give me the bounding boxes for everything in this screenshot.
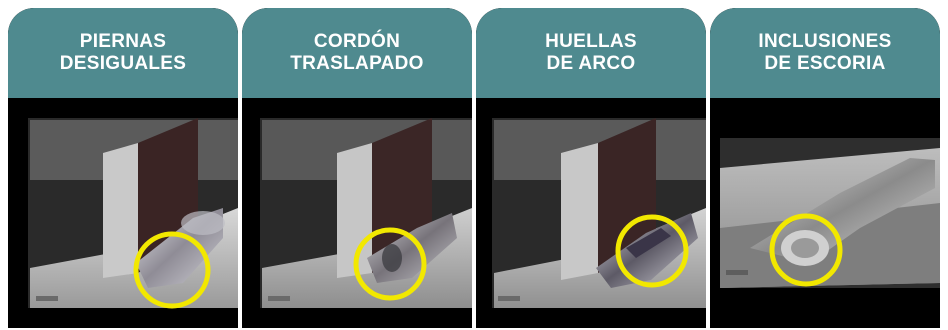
- weld-overlap-bead-photo: [242, 98, 472, 328]
- panel-title-line2: DE ARCO: [546, 53, 636, 74]
- weld-unequal-legs-photo: [8, 98, 238, 328]
- panel-title-line2: DESIGUALES: [59, 53, 187, 74]
- panel-title-line2: TRASLAPADO: [290, 53, 424, 74]
- defect-panel-overlap-bead: CORDÓN TRASLAPADO: [242, 8, 472, 328]
- panel-title-line1: INCLUSIONES: [758, 31, 892, 52]
- weld-arc-strike-photo: [476, 98, 706, 328]
- defect-panel-slag-inclusion: INCLUSIONES DE ESCORIA: [710, 8, 940, 328]
- panel-header: HUELLAS DE ARCO: [476, 8, 706, 98]
- weld-slag-inclusion-photo: [710, 98, 940, 328]
- defect-panel-arc-strike: HUELLAS DE ARCO: [476, 8, 706, 328]
- panel-header: CORDÓN TRASLAPADO: [242, 8, 472, 98]
- highlight-circle-icon: [615, 214, 689, 288]
- highlight-circle-icon: [769, 213, 843, 287]
- panel-header: INCLUSIONES DE ESCORIA: [710, 8, 940, 98]
- panel-title-line1: HUELLAS: [545, 31, 637, 52]
- weld-defects-grid: PIERNAS DESIGUALES: [8, 8, 940, 328]
- panel-header: PIERNAS DESIGUALES: [8, 8, 238, 98]
- panel-title-line2: DE ESCORIA: [764, 53, 886, 74]
- defect-panel-unequal-legs: PIERNAS DESIGUALES: [8, 8, 238, 328]
- highlight-circle-icon: [353, 227, 427, 301]
- highlight-circle-icon: [133, 231, 211, 309]
- panel-title-line1: PIERNAS: [79, 31, 167, 52]
- panel-title-line1: CORDÓN: [313, 31, 401, 52]
